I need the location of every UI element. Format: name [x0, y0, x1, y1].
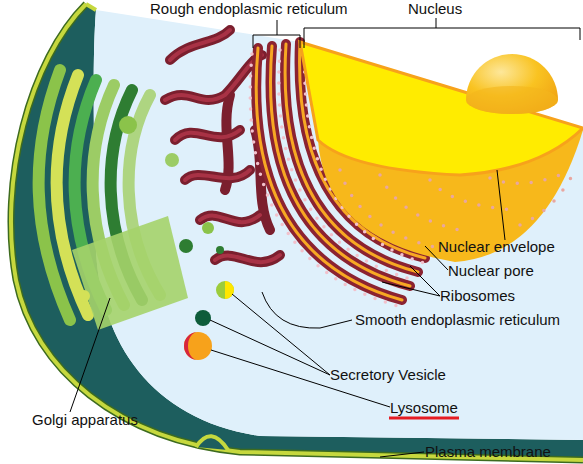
nuclear-pore-row [380, 175, 470, 232]
part-label: Nucleus [408, 0, 462, 17]
secretory-vesicle-content [225, 281, 234, 299]
nuclear-pore-row [520, 170, 575, 225]
smooth-er-tube [185, 170, 250, 180]
transport-vesicle [216, 246, 224, 254]
bracket [253, 20, 300, 48]
smooth-er-tube [165, 55, 262, 100]
transport-vesicle [202, 222, 214, 234]
part-label: Nuclear envelope [438, 238, 555, 255]
smooth-er-highlight [185, 170, 250, 180]
smooth-er-tube [200, 215, 260, 222]
bracket [304, 18, 580, 48]
nuclear-pore-row [340, 170, 450, 250]
part-label: Plasma membrane [425, 443, 551, 460]
leader-line [380, 452, 424, 457]
nucleolus-base [466, 86, 558, 114]
secretory-vesicle [195, 310, 211, 326]
leader-line [210, 294, 330, 375]
smooth-er-tube [170, 30, 230, 60]
part-label: Rough endoplasmic reticulum [150, 0, 348, 17]
lysosome-membrane [184, 332, 198, 360]
part-label: Nuclear pore [448, 262, 534, 279]
secretory-vesicle [216, 281, 234, 299]
leader-line [70, 298, 110, 412]
smooth-er-tube [215, 255, 280, 262]
golgi-vesicle [179, 239, 193, 253]
nuclear-pore-row [490, 175, 560, 183]
part-label: Ribosomes [440, 287, 515, 304]
highlight-underline [389, 417, 459, 420]
smooth-er-highlight [200, 215, 260, 222]
plasma-membrane-edge [11, 4, 583, 460]
smooth-er-highlight [175, 130, 240, 140]
nuclear-pore-row [430, 180, 515, 210]
nucleus-cut-face [300, 42, 583, 175]
part-label: Lysosome [390, 399, 458, 416]
smooth-er-highlight [215, 255, 280, 262]
golgi-vesicle [119, 116, 137, 134]
membrane-bud [196, 436, 228, 450]
cytoplasm-rim [11, 4, 583, 460]
smooth-er-highlight [165, 55, 262, 100]
leader-line [382, 266, 440, 296]
nucleolus [466, 54, 558, 114]
smooth-er-highlight [170, 30, 230, 60]
part-label: Smooth endoplasmic reticulum [355, 311, 560, 328]
leader-line [497, 170, 505, 240]
smooth-er-tube [225, 95, 230, 190]
part-label: Secretory Vesicle [330, 366, 446, 383]
leader-lines [70, 18, 580, 457]
part-label: Golgi apparatus [32, 411, 138, 428]
leader-line [262, 292, 352, 328]
plasma-membrane [11, 4, 583, 460]
membrane-top [86, 4, 96, 10]
golgi-vesicle [165, 153, 179, 167]
lysosome [184, 332, 212, 360]
golgi-cut-face [72, 216, 188, 330]
golgi-vesicle [78, 290, 90, 302]
